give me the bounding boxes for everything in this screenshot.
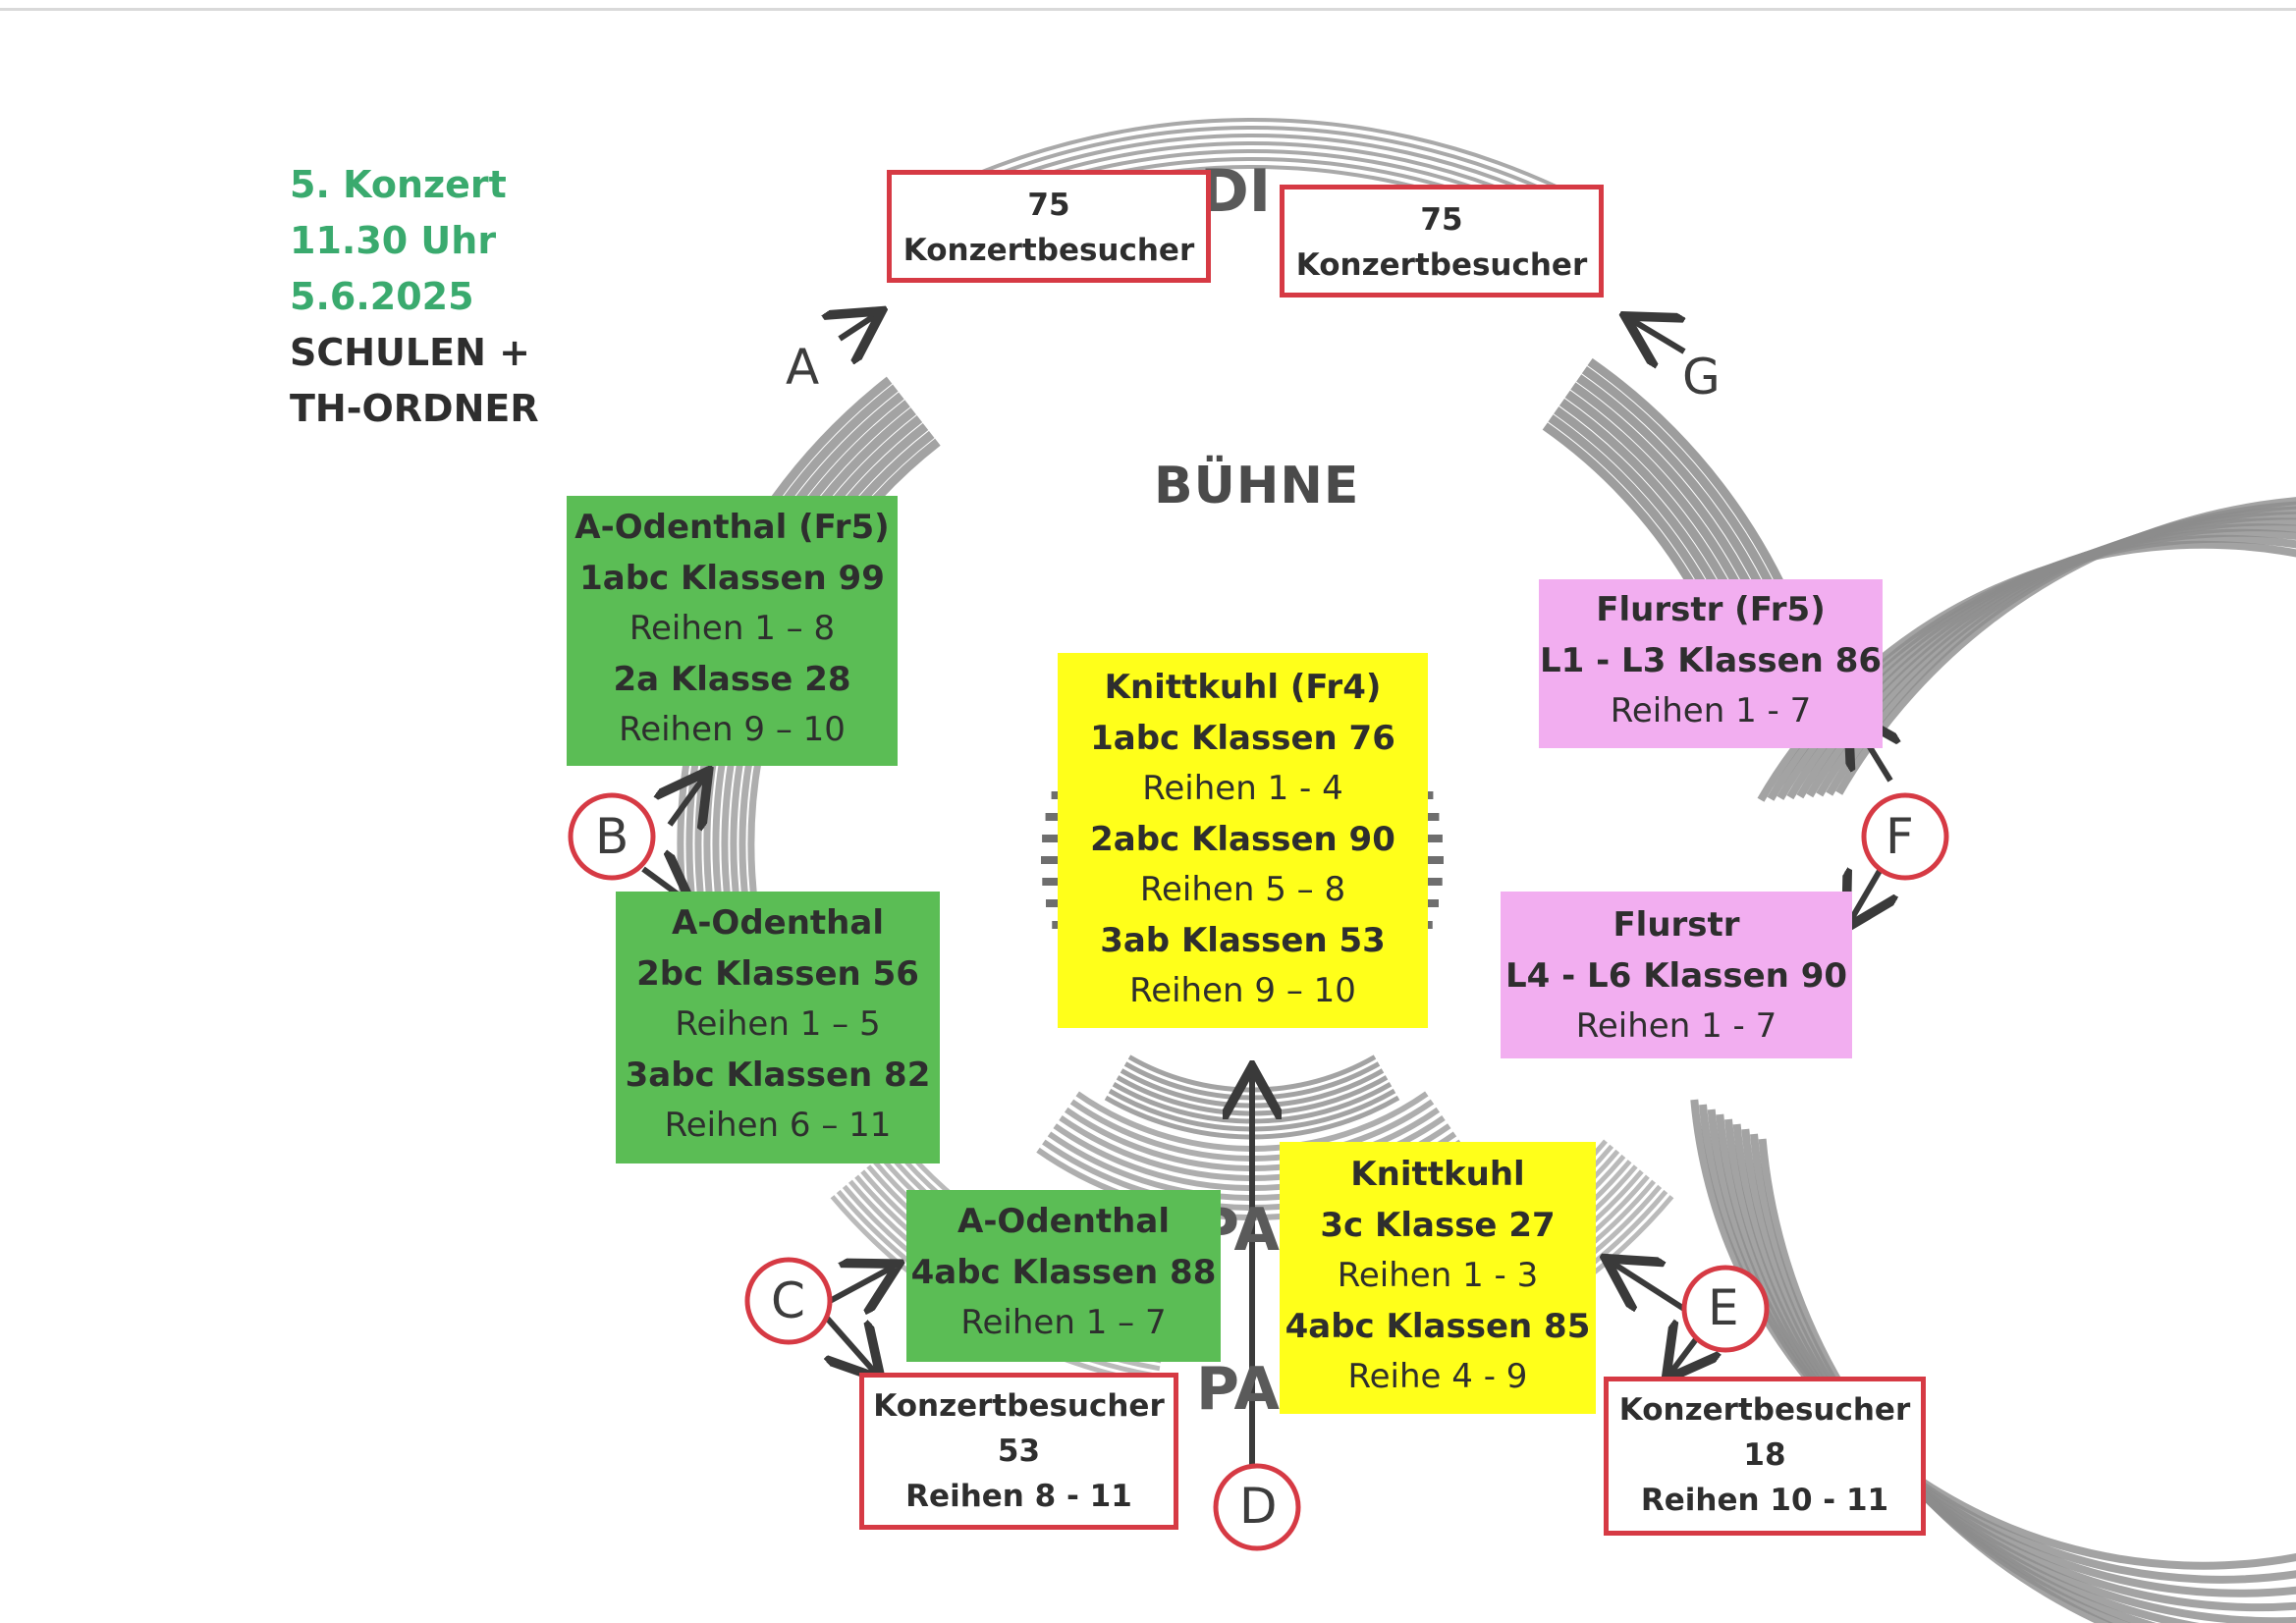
box-knittkuhl-fr4: Knittkuhl (Fr4) 1abc Klassen 76 Reihen 1… bbox=[1058, 653, 1428, 1028]
box-line: Reihen 1 – 8 bbox=[629, 609, 836, 648]
box-line: 2abc Klassen 90 bbox=[1090, 819, 1395, 859]
arrow-f-down bbox=[1849, 862, 1884, 923]
entrance-circle-d bbox=[1213, 1463, 1301, 1551]
box-top-right: 75 Konzertbesucher bbox=[1280, 185, 1604, 298]
seat-block-right bbox=[1758, 497, 2296, 1623]
box-line: Reihen 5 – 8 bbox=[1139, 870, 1346, 909]
seat-block-top bbox=[948, 126, 1557, 197]
box-flurstr-2: Flurstr L4 - L6 Klassen 90 Reihen 1 - 7 bbox=[1501, 892, 1852, 1058]
box-line: Reihen 8 - 11 bbox=[905, 1479, 1132, 1514]
box-line: Reihen 9 – 10 bbox=[1129, 971, 1356, 1010]
entrance-label-a: A bbox=[786, 339, 820, 396]
box-line: 53 bbox=[997, 1434, 1041, 1469]
box-line: Reihen 1 - 7 bbox=[1575, 1006, 1777, 1046]
concert-number: 5. Konzert bbox=[290, 163, 507, 206]
arrow-b-up bbox=[670, 776, 705, 825]
box-line: 75 bbox=[1420, 202, 1463, 238]
box-line: 3abc Klassen 82 bbox=[625, 1055, 931, 1095]
entrance-label-c: C bbox=[771, 1272, 805, 1329]
audience-line-2: TH-ORDNER bbox=[290, 387, 539, 430]
entrance-circle-e bbox=[1681, 1265, 1770, 1353]
box-bottom-right: Konzertbesucher 18 Reihen 10 - 11 bbox=[1604, 1377, 1926, 1536]
box-line: Reihen 6 – 11 bbox=[664, 1106, 892, 1145]
box-knittkuhl-2: Knittkuhl 3c Klasse 27 Reihen 1 - 3 4abc… bbox=[1280, 1142, 1596, 1414]
box-line: L4 - L6 Klassen 90 bbox=[1504, 955, 1848, 996]
hall-label-top: DI bbox=[1200, 157, 1272, 226]
box-line: Reihen 10 - 11 bbox=[1640, 1483, 1889, 1518]
box-line: 1abc Klassen 99 bbox=[579, 558, 885, 598]
arrow-e-down bbox=[1669, 1335, 1699, 1375]
box-line: Konzertbesucher bbox=[902, 233, 1195, 268]
arrow-e-up bbox=[1611, 1262, 1689, 1314]
box-line: 75 bbox=[1027, 188, 1070, 223]
box-line: Konzertbesucher bbox=[1618, 1392, 1911, 1428]
entrance-circles bbox=[568, 792, 1949, 1551]
box-odenthal-3: A-Odenthal 4abc Klassen 88 Reihen 1 – 7 bbox=[906, 1190, 1221, 1362]
arrow-a bbox=[840, 314, 877, 339]
box-line: Knittkuhl (Fr4) bbox=[1104, 668, 1382, 707]
box-odenthal-fr5: A-Odenthal (Fr5) 1abc Klassen 99 Reihen … bbox=[567, 496, 898, 766]
stage-label: BÜHNE bbox=[1154, 457, 1360, 515]
box-line: Flurstr (Fr5) bbox=[1596, 590, 1826, 629]
box-line: Konzertbesucher bbox=[873, 1388, 1165, 1424]
box-line: Reihen 1 - 7 bbox=[1610, 691, 1812, 730]
concert-time: 11.30 Uhr bbox=[290, 219, 497, 262]
box-line: 18 bbox=[1743, 1437, 1786, 1473]
box-line: 2bc Klassen 56 bbox=[636, 953, 919, 994]
box-line: Reihe 4 - 9 bbox=[1347, 1357, 1528, 1396]
seat-block-top bbox=[945, 118, 1559, 189]
box-line: 2a Klasse 28 bbox=[613, 659, 851, 699]
box-line: 3ab Klassen 53 bbox=[1100, 920, 1386, 960]
entrance-label-d: D bbox=[1239, 1478, 1278, 1535]
arrow-g bbox=[1630, 319, 1684, 352]
box-line: Reihen 9 – 10 bbox=[619, 710, 846, 749]
box-line: L1 - L3 Klassen 86 bbox=[1539, 640, 1883, 680]
box-line: Reihen 1 – 5 bbox=[675, 1004, 881, 1044]
box-line: 1abc Klassen 76 bbox=[1090, 718, 1395, 758]
entrance-arrows bbox=[643, 314, 1890, 1492]
entrance-label-e: E bbox=[1708, 1279, 1739, 1336]
entrance-label-g: G bbox=[1682, 349, 1721, 406]
entrance-circle-c bbox=[744, 1257, 833, 1345]
box-flurstr-fr5: Flurstr (Fr5) L1 - L3 Klassen 86 Reihen … bbox=[1539, 579, 1883, 748]
box-line: Reihen 1 – 7 bbox=[960, 1303, 1167, 1342]
entrance-circle-b bbox=[568, 792, 656, 881]
audience-line-1: SCHULEN + bbox=[290, 331, 530, 374]
box-line: Reihen 1 - 4 bbox=[1142, 769, 1343, 808]
box-line: Reihen 1 - 3 bbox=[1337, 1256, 1539, 1295]
box-line: A-Odenthal (Fr5) bbox=[574, 508, 890, 547]
box-line: 4abc Klassen 88 bbox=[910, 1252, 1217, 1292]
box-line: Konzertbesucher bbox=[1295, 247, 1588, 283]
box-line: A-Odenthal bbox=[672, 903, 884, 943]
entrance-circle-f bbox=[1861, 792, 1949, 881]
entrance-label-f: F bbox=[1886, 808, 1914, 865]
scan-edge bbox=[0, 8, 2296, 11]
box-line: 3c Klasse 27 bbox=[1320, 1205, 1556, 1245]
box-odenthal-2: A-Odenthal 2bc Klassen 56 Reihen 1 – 5 3… bbox=[616, 892, 940, 1163]
arrow-c-down bbox=[822, 1314, 877, 1375]
seat-block-top bbox=[952, 134, 1553, 204]
box-line: A-Odenthal bbox=[957, 1202, 1170, 1241]
box-top-left: 75 Konzertbesucher bbox=[887, 170, 1211, 283]
box-line: 4abc Klassen 85 bbox=[1285, 1306, 1591, 1346]
box-bottom-left: Konzertbesucher 53 Reihen 8 - 11 bbox=[859, 1373, 1178, 1530]
concert-date: 5.6.2025 bbox=[290, 275, 474, 318]
arrow-c-up bbox=[828, 1267, 894, 1301]
box-line: Flurstr bbox=[1613, 905, 1740, 945]
entrance-label-b: B bbox=[595, 808, 629, 865]
box-line: Knittkuhl bbox=[1350, 1155, 1525, 1194]
